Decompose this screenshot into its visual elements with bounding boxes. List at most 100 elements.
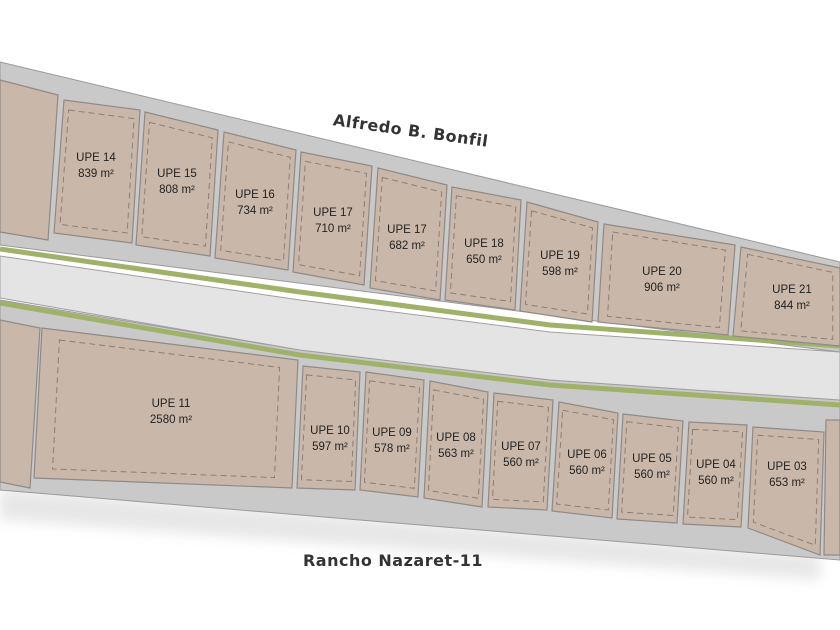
- lot-setback-line: [300, 374, 357, 482]
- lot-setback-line: [607, 231, 726, 329]
- lot-area: 734 m²: [237, 205, 273, 217]
- lot-area: 560 m²: [634, 469, 670, 481]
- lot-setback-line: [524, 210, 594, 315]
- south-lot[interactable]: UPE 06 560 m²: [551, 401, 619, 519]
- south-lot[interactable]: UPE 07 560 m²: [487, 392, 554, 511]
- south-lot[interactable]: UPE 05 560 m²: [616, 413, 684, 524]
- lot-name: UPE 18: [464, 238, 504, 250]
- lot-name: UPE 06: [567, 449, 607, 461]
- lot-area: 839 m²: [78, 168, 114, 180]
- lot-setback-line: [59, 109, 135, 234]
- lot-partial-west-north: [0, 79, 59, 241]
- lot-setback-line: [52, 339, 281, 479]
- lot-partial-east-south: [823, 419, 840, 556]
- lot-outline: [487, 392, 554, 511]
- lot-setback-line: [363, 380, 421, 489]
- lot-area: 563 m²: [438, 448, 474, 460]
- south-lot[interactable]: UPE 08 563 m²: [423, 380, 489, 508]
- lot-area: 906 m²: [644, 282, 680, 294]
- north-lot[interactable]: UPE 17 682 m²: [369, 167, 448, 301]
- south-lot[interactable]: UPE 11 2580 m²: [33, 327, 299, 489]
- lot-area: 560 m²: [503, 457, 539, 469]
- block-shadow: [0, 488, 820, 580]
- lot-setback-line: [740, 253, 834, 341]
- lot-area: 598 m²: [542, 266, 578, 278]
- north-green-strip: [0, 246, 840, 349]
- south-lot[interactable]: UPE 09 578 m²: [359, 371, 425, 498]
- lot-name: UPE 11: [152, 398, 191, 410]
- lot-outline: [33, 327, 299, 489]
- lot-outline: [135, 111, 219, 257]
- lot-outline: [444, 186, 522, 311]
- south-lot[interactable]: UPE 10 597 m²: [296, 365, 361, 491]
- lot-area: 682 m²: [389, 240, 425, 252]
- lot-outline: [616, 413, 684, 524]
- lot-name: UPE 14: [76, 152, 116, 164]
- lot-name: UPE 03: [767, 461, 807, 473]
- south-lot[interactable]: UPE 03 653 m²: [747, 426, 825, 556]
- lot-outline: [296, 365, 361, 491]
- lot-area: 710 m²: [315, 223, 351, 235]
- lot-outline: [423, 380, 489, 508]
- lot-name: UPE 08: [436, 432, 476, 444]
- lot-name: UPE 09: [372, 427, 412, 439]
- lot-setback-line: [141, 121, 213, 247]
- lot-setback-line: [449, 195, 517, 303]
- lot-setback-line: [752, 434, 820, 546]
- north-lot[interactable]: UPE 18 650 m²: [444, 186, 522, 311]
- south-green-strip: [0, 300, 840, 408]
- lot-outline: [519, 201, 599, 323]
- lot-area: 2580 m²: [150, 414, 192, 426]
- north-lot[interactable]: UPE 15 808 m²: [135, 111, 219, 257]
- lot-setback-line: [374, 176, 443, 292]
- lot-area: 597 m²: [312, 441, 348, 453]
- lot-name: UPE 10: [310, 425, 350, 437]
- lot-area: 808 m²: [159, 184, 195, 196]
- lot-outline: [359, 371, 425, 498]
- lot-outline: [597, 223, 736, 336]
- lot-outline: [214, 131, 297, 271]
- lot-name: UPE 07: [501, 441, 541, 453]
- lot-area: 560 m²: [569, 465, 605, 477]
- lot-name: UPE 05: [632, 453, 672, 465]
- lot-outline: [369, 167, 448, 301]
- lot-outline: [53, 99, 141, 244]
- north-lot[interactable]: UPE 14 839 m²: [53, 99, 141, 244]
- lot-setback-line: [686, 428, 744, 521]
- north-lot[interactable]: UPE 20 906 m²: [597, 223, 736, 336]
- lot-setback-line: [298, 160, 367, 277]
- lot-name: UPE 16: [235, 189, 275, 201]
- north-lot[interactable]: UPE 19 598 m²: [519, 201, 599, 323]
- lot-area: 844 m²: [774, 300, 810, 312]
- street-label-north: Alfredo B. Bonfil: [332, 110, 490, 151]
- lot-name: UPE 19: [540, 250, 580, 262]
- north-lot[interactable]: UPE 17 710 m²: [292, 151, 373, 286]
- lot-setback-line: [492, 400, 549, 503]
- lot-name: UPE 17: [313, 207, 353, 219]
- lot-name: UPE 15: [157, 168, 197, 180]
- street-label-south: Rancho Nazaret-11: [303, 551, 483, 570]
- lot-area: 653 m²: [769, 477, 805, 489]
- lot-outline: [551, 401, 619, 519]
- lot-outline: [732, 246, 840, 347]
- lot-outline: [747, 426, 825, 556]
- lot-name: UPE 17: [387, 224, 427, 236]
- lot-setback-line: [220, 141, 291, 262]
- lot-setback-line: [427, 389, 485, 499]
- lot-area: 578 m²: [374, 443, 410, 455]
- lot-partial-west-south: [0, 319, 41, 489]
- lot-outline: [292, 151, 373, 286]
- lot-setback-line: [556, 409, 614, 511]
- lot-area: 650 m²: [466, 254, 502, 266]
- lot-outline: [682, 421, 748, 528]
- north-lot[interactable]: UPE 16 734 m²: [214, 131, 297, 271]
- lot-area: 560 m²: [698, 475, 734, 487]
- road: [0, 255, 840, 401]
- lot-setback-line: [621, 421, 679, 517]
- lot-name: UPE 20: [642, 266, 682, 278]
